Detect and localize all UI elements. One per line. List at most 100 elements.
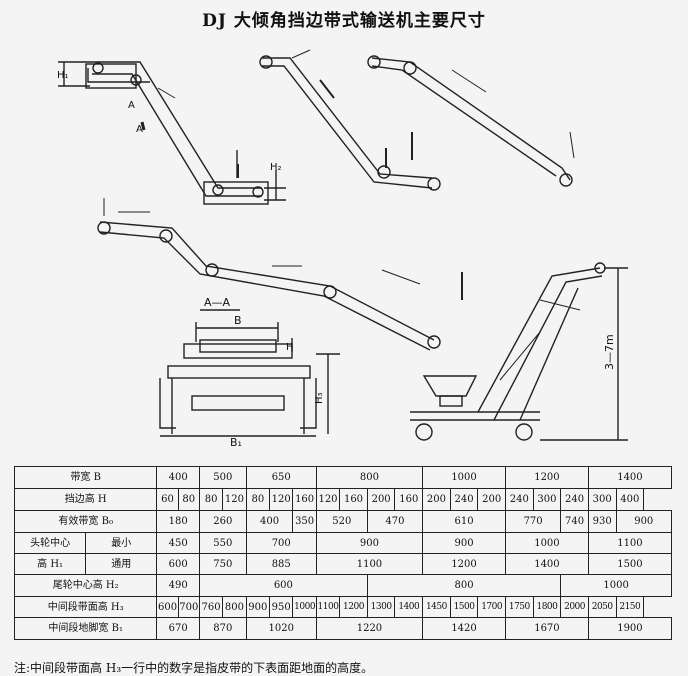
cell: 885 [245,553,317,575]
spec-table: 带宽 B 400 500 650 800 1000 1200 1400 挡边高 … [13,466,673,640]
label-h3: H₃ [314,392,325,404]
row-mid-height: 中间段带面高 H₃ 600 700 760 800 900 950 1000 1… [13,596,672,618]
cell: 900 [245,596,271,618]
cell: 900 [315,532,424,554]
label-effective-width: 有效带宽 B₀ [13,510,158,533]
cell: 400 [245,510,294,533]
cell: 1100 [315,553,424,575]
cell: 1220 [315,617,424,640]
cell: 950 [269,596,294,618]
row-belt-width: 带宽 B 400 500 650 800 1000 1200 1400 [13,466,673,489]
cell: 400 [615,488,645,511]
cell: 1400 [587,466,673,489]
cell: 1000 [422,466,506,489]
cell: 1670 [504,617,589,640]
cell: 770 [504,510,562,533]
cell: 450 [156,532,200,554]
cell: 1200 [339,596,368,618]
cell: 670 [156,617,200,640]
drawing-conveyor-1: H₁ H₂ A A [57,61,286,205]
cell: 1000 [292,596,317,618]
row-skirt-height: 挡边高 H 60 80 80 120 80 120 160 120 160 20… [13,488,672,511]
row-head-center-min: 头轮中心 最小 450 550 700 900 900 1000 1100 [13,532,673,554]
drawing-section-aa: A—A B H H₃ B₁ [159,296,340,449]
cell: 1750 [504,596,534,618]
row-mid-leg-width: 中间段地脚宽 B₁ 670 870 1020 1220 1420 1670 19… [13,617,673,640]
cell: 800 [366,574,562,597]
cell: 490 [156,574,200,597]
cell: 200 [366,488,396,511]
drawing-conveyor-2 [259,49,441,191]
cell: 610 [422,510,506,533]
cell: 740 [560,510,589,533]
cell: 350 [292,510,317,533]
cell: 160 [394,488,424,511]
cell: 200 [477,488,506,511]
drawing-conveyor-4 [97,198,463,351]
cell: 700 [177,596,200,618]
row-effective-width: 有效带宽 B₀ 180 260 400 350 520 470 610 770 … [13,510,672,533]
cell: 600 [156,553,200,575]
cell: 120 [222,488,247,511]
label-h: H [286,342,294,353]
label-h2: H₂ [270,162,282,173]
cell: 800 [315,466,424,489]
cell: 1450 [422,596,451,618]
cell: 1000 [504,532,589,554]
cell: 1420 [422,617,506,640]
cell: 260 [198,510,247,533]
cell: 2000 [560,596,589,618]
cell: 870 [198,617,247,640]
drawing-conveyor-3 [367,55,575,187]
cell: 1500 [449,596,479,618]
row-head-center-general: 高 H₁ 通用 600 750 885 1100 1200 1400 1500 [13,553,673,575]
cell: 800 [222,596,247,618]
cell: 760 [198,596,224,618]
cell: 1400 [394,596,424,618]
cell: 200 [422,488,451,511]
cell: 1020 [245,617,317,640]
cell: 240 [449,488,479,511]
cell: 1500 [587,553,673,575]
row-tail-center: 尾轮中心高 H₂ 490 600 800 1000 [13,574,672,597]
label-mid-height: 中间段带面高 H₃ [13,596,158,618]
cell: 600 [198,574,368,597]
label-b: B [234,314,242,327]
cell: 550 [198,532,247,554]
cell: 470 [366,510,424,533]
label-mid-leg-width: 中间段地脚宽 B₁ [13,617,158,640]
drawing-conveyor-5: 3—7m [410,262,628,441]
label-a-2: A [128,100,135,111]
cell: 1100 [587,532,673,554]
cell: 1800 [532,596,562,618]
cell: 160 [292,488,317,511]
cell: 240 [560,488,589,511]
label-tail-center: 尾轮中心高 H₂ [13,574,158,597]
label-head-center-min: 最小 [85,532,158,554]
cell: 520 [315,510,368,533]
conveyor-drawings: H₁ H₂ A A [57,49,628,449]
label-b1: B₁ [230,436,242,449]
footnote: 注:中间段带面高 H₃一行中的数字是指皮带的下表面距地面的高度。 [14,661,374,675]
cell: 650 [245,466,317,489]
cell: 80 [245,488,271,511]
cell: 120 [269,488,294,511]
cell: 160 [339,488,368,511]
cell: 750 [198,553,247,575]
cell: 80 [198,488,224,511]
cell: 1200 [504,466,589,489]
cell: 1900 [587,617,673,640]
cell: 2150 [615,596,645,618]
cell: 900 [422,532,506,554]
label-height-range: 3—7m [603,334,616,370]
cell: 1100 [315,596,341,618]
cell: 180 [156,510,200,533]
cell: 1700 [477,596,506,618]
cell: 1400 [504,553,589,575]
page-title: DJ 大倾角挡边带式输送机主要尺寸 [202,11,486,31]
label-head-center-bottom: 高 H₁ [13,553,87,575]
cell: 1000 [560,574,672,597]
label-section: A—A [204,296,231,309]
cell: 400 [156,466,200,489]
label-skirt-height: 挡边高 H [13,488,158,511]
